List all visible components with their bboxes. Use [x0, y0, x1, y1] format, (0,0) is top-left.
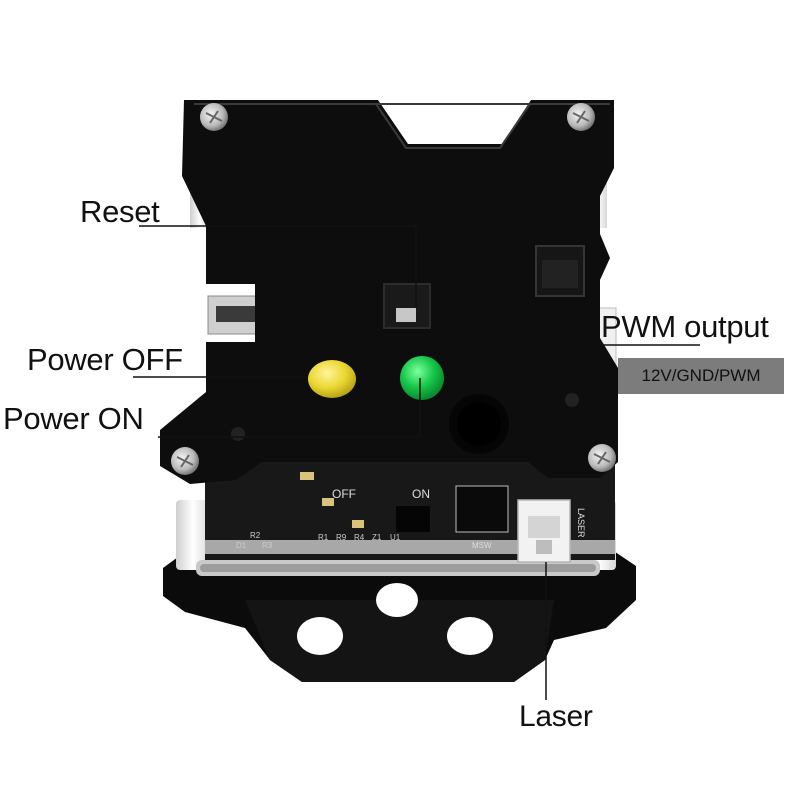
silkscreen-ref: R9	[336, 533, 347, 542]
power-off-button[interactable]	[308, 360, 356, 398]
silkscreen-ref: R3	[262, 541, 273, 550]
pwm-output-callout-label: PWM output	[601, 309, 769, 344]
screw-icon	[588, 444, 616, 472]
silkscreen-ref: Z1	[372, 533, 382, 542]
reset-leader	[139, 225, 417, 308]
laser-callout-label: Laser	[519, 700, 593, 733]
reset-callout-label: Reset	[80, 194, 160, 229]
screws	[171, 103, 616, 475]
silkscreen-laser: LASER	[576, 508, 586, 538]
silkscreen-on: ON	[412, 487, 430, 501]
top-acrylic-case	[160, 100, 618, 484]
power-on-leader	[158, 378, 421, 438]
power-off-callout-label: Power OFF	[27, 342, 183, 377]
pwm-pinout-badge: 12V/GND/PWM	[618, 358, 784, 394]
laser-connector	[517, 499, 571, 563]
silkscreen-msw: MSW	[472, 541, 492, 550]
silkscreen-ref: R1	[318, 533, 329, 542]
silkscreen-off: OFF	[332, 487, 356, 501]
silkscreen-ref: U1	[390, 533, 401, 542]
screw-icon	[200, 103, 228, 131]
power-on-callout-label: Power ON	[3, 401, 144, 436]
callout-leaders	[133, 225, 700, 700]
silkscreen-ref: R4	[354, 533, 365, 542]
silkscreen-ref: R2	[250, 531, 261, 540]
power-on-button[interactable]	[400, 356, 444, 400]
screw-icon	[171, 447, 199, 475]
silkscreen-ref: D1	[236, 541, 247, 550]
screw-icon	[567, 103, 595, 131]
